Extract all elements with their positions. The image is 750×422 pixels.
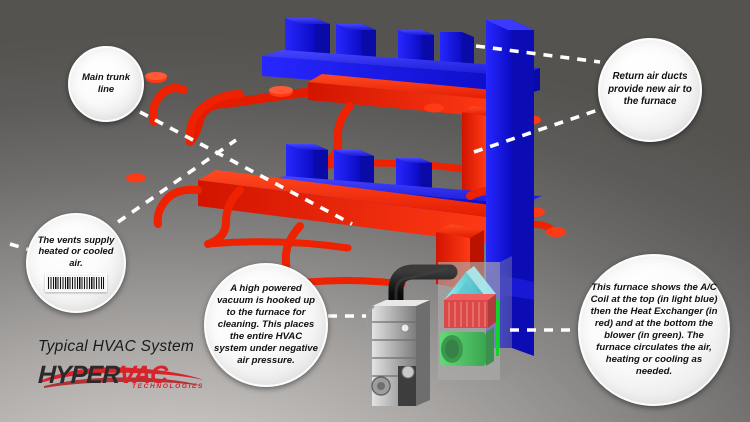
- leader-vents-tail: [9, 242, 31, 252]
- callout-vacuum-text: A high powered vacuum is hooked up to th…: [214, 283, 318, 366]
- logo-swoosh-icon: [40, 367, 204, 388]
- callout-vents-text: The vents supply heated or cooled air.: [37, 233, 115, 268]
- callout-main-trunk-line-text: Main trunk line: [81, 72, 131, 95]
- vacuum-hose: [388, 264, 458, 326]
- callout-furnace[interactable]: This furnace shows the A/C Coil at the t…: [578, 254, 730, 406]
- heat-exchanger: [444, 294, 496, 328]
- upper-supply-trunk: [145, 72, 541, 196]
- leader-return-upper: [475, 44, 601, 64]
- brand-block: Typical HVAC System HYPERVAC TECHNOLOGIE…: [38, 338, 206, 391]
- hypervac-logo: HYPERVAC TECHNOLOGIES: [38, 361, 206, 391]
- furnace-cabinet: [438, 256, 512, 380]
- grille-row: [48, 276, 104, 283]
- leader-vents: [116, 138, 238, 224]
- callout-vents[interactable]: The vents supply heated or cooled air.: [26, 213, 126, 313]
- callout-furnace-text: This furnace shows the A/C Coil at the t…: [590, 281, 718, 378]
- callout-main-trunk-line[interactable]: Main trunk line: [68, 46, 144, 122]
- vent-grille-icon: [45, 273, 107, 293]
- callout-return-air-ducts-text: Return air ducts provide new air to the …: [608, 71, 692, 108]
- callout-vacuum[interactable]: A high powered vacuum is hooked up to th…: [204, 263, 328, 387]
- leader-return-lower: [473, 106, 605, 154]
- upper-return-plenum: [262, 18, 540, 96]
- blower: [440, 327, 494, 366]
- callout-return-air-ducts[interactable]: Return air ducts provide new air to the …: [598, 38, 702, 142]
- logo-hyper-text: HYPER: [37, 361, 120, 389]
- callout-leader-lines: [9, 44, 605, 332]
- vacuum-unit: [365, 300, 430, 406]
- page-title: Typical HVAC System: [38, 338, 195, 355]
- grille-row: [48, 283, 104, 290]
- leader-main-trunk: [139, 110, 353, 226]
- logo-tagline: TECHNOLOGIES: [132, 383, 204, 390]
